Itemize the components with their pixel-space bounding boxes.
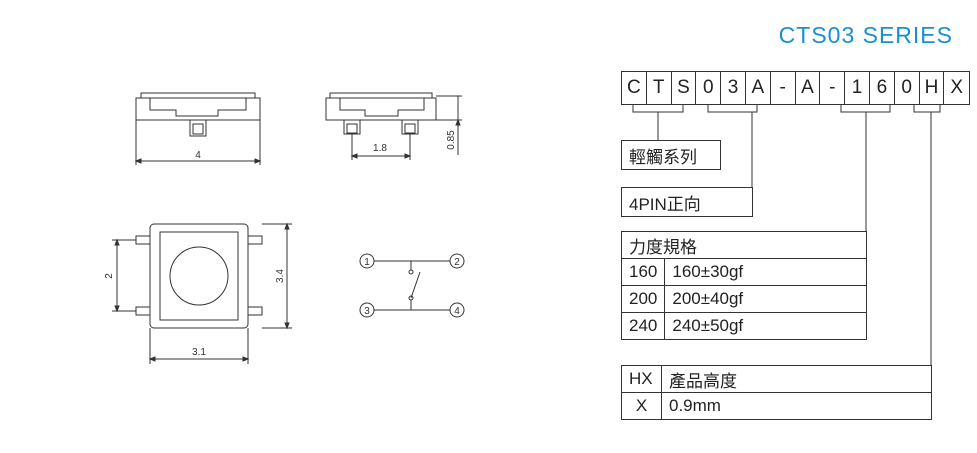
- code-char: 1: [845, 72, 870, 104]
- code-char: X: [950, 77, 964, 98]
- table-row: 200 200±40gf: [620, 285, 867, 313]
- force-value: 240±50gf: [664, 312, 867, 340]
- code-char: A: [796, 72, 821, 104]
- pin-box: 4PIN正向: [621, 187, 753, 217]
- code-char: H: [920, 72, 945, 104]
- front-view-drawing: [134, 92, 262, 165]
- height-code-header: HX: [621, 365, 662, 393]
- pin-4-label: 4: [454, 306, 460, 317]
- dim-1-8: 1.8: [373, 143, 387, 154]
- pin-2-label: 2: [454, 257, 460, 268]
- code-char: 0: [895, 72, 920, 104]
- code-char: A: [746, 72, 771, 104]
- top-view-drawing: [112, 222, 292, 364]
- dim-0-85: 0.85: [446, 130, 457, 150]
- force-value: 200±40gf: [664, 285, 867, 313]
- code-char: 6: [870, 72, 895, 104]
- height-code: X: [621, 392, 662, 420]
- series-title: CTS03 SERIES: [778, 22, 953, 48]
- dim-2: 2: [104, 273, 115, 279]
- force-spec-table: 力度規格 160 160±30gf 200 200±40gf 240 240±5…: [620, 231, 867, 340]
- force-value: 160±30gf: [664, 258, 867, 286]
- part-code: C T S 0 3 A - A - 1 6 0 H X: [621, 71, 971, 105]
- dim-4: 4: [195, 150, 201, 161]
- code-connectors: [632, 105, 941, 366]
- dim-3-4: 3.4: [275, 269, 286, 283]
- force-code: 200: [620, 285, 666, 313]
- height-spec-table: HX 產品高度 X 0.9mm: [621, 365, 932, 420]
- side-view-drawing: [325, 92, 462, 160]
- pin-3-label: 3: [364, 306, 370, 317]
- table-row: X 0.9mm: [621, 392, 932, 420]
- code-char: -: [771, 72, 796, 104]
- code-char: 0: [696, 72, 722, 104]
- code-char: S: [672, 72, 697, 104]
- switch-schematic: [359, 253, 465, 318]
- pin-1-label: 1: [364, 257, 370, 268]
- force-code: 160: [620, 258, 666, 286]
- force-code: 240: [620, 312, 666, 340]
- height-spec-header: 產品高度: [661, 365, 932, 393]
- code-char: T: [647, 72, 672, 104]
- code-char: C: [622, 72, 647, 104]
- series-box: 輕觸系列: [621, 140, 721, 170]
- dim-3-1: 3.1: [192, 347, 206, 358]
- code-char: 3: [721, 72, 746, 104]
- force-spec-header: 力度規格: [621, 231, 867, 259]
- table-row: 240 240±50gf: [620, 312, 867, 340]
- table-row: 160 160±30gf: [620, 258, 867, 286]
- code-char: -: [820, 72, 846, 104]
- height-value: 0.9mm: [661, 392, 932, 420]
